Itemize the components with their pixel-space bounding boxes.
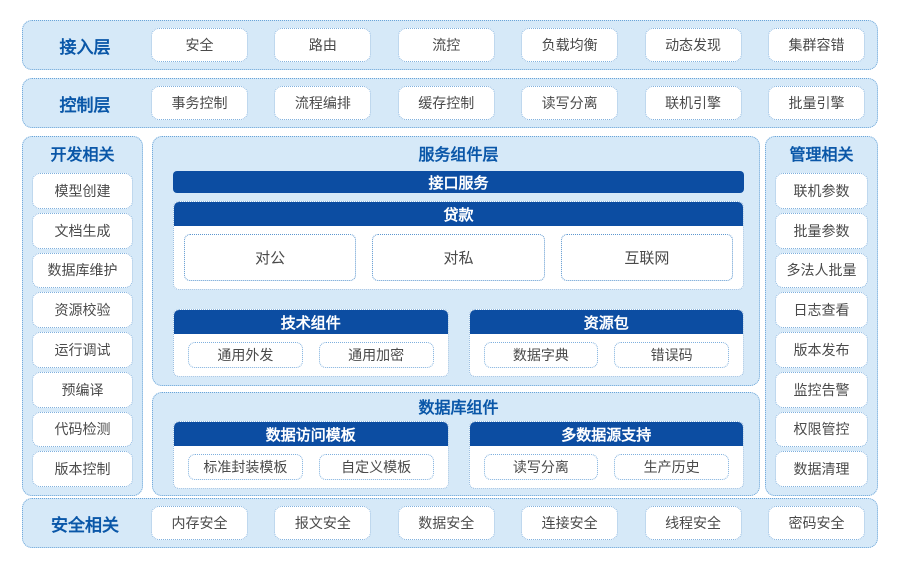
data-template-box: 数据访问模板 标准封装模板 自定义模板 [173, 421, 449, 489]
access-layer-item: 流控 [397, 28, 495, 62]
security-layer-item: 密码安全 [767, 506, 865, 540]
loan-item: 对公 [184, 234, 357, 281]
loan-box: 贷款 对公 对私 互联网 [173, 201, 744, 290]
control-layer-title: 控制层 [59, 95, 111, 115]
resource-pack-header: 资源包 [469, 310, 743, 334]
db-sub-row: 数据访问模板 标准封装模板 自定义模板 多数据源支持 读写分离 生产历史 [173, 421, 744, 489]
mgmt-column-title: 管理相关 [789, 147, 854, 164]
tech-component-item: 通用加密 [318, 342, 434, 368]
dev-column-item: 预编译 [32, 371, 133, 408]
dev-column-item: 模型创建 [32, 173, 133, 209]
dev-column: 开发相关 模型创建 文档生成 数据库维护 资源校验 运行调试 预编译 代码检测 … [22, 136, 143, 496]
security-layer-item: 线程安全 [644, 506, 742, 540]
security-layer-item: 数据安全 [397, 506, 495, 540]
access-layer-items: 安全 路由 流控 负载均衡 动态发现 集群容错 [147, 28, 877, 62]
security-layer-item: 连接安全 [521, 506, 619, 540]
access-layer-item: 负载均衡 [521, 28, 619, 62]
security-layer-row: 安全相关 内存安全 报文安全 数据安全 连接安全 线程安全 密码安全 [22, 498, 878, 548]
dev-column-item: 代码检测 [32, 411, 133, 448]
loan-item: 互联网 [560, 234, 733, 281]
data-template-item: 标准封装模板 [188, 454, 303, 480]
access-layer-title: 接入层 [59, 37, 111, 57]
multisource-body: 读写分离 生产历史 [470, 446, 744, 488]
mgmt-column-item: 日志查看 [775, 292, 868, 328]
mgmt-column-item: 权限管控 [775, 411, 868, 448]
tech-component-header: 技术组件 [174, 310, 448, 334]
resource-pack-body: 数据字典 错误码 [470, 334, 744, 376]
mgmt-column-item: 批量参数 [775, 212, 868, 249]
security-layer-item: 内存安全 [151, 506, 248, 540]
control-layer-row: 控制层 事务控制 流程编排 缓存控制 读写分离 联机引擎 批量引擎 [22, 78, 878, 128]
access-layer-item: 安全 [151, 28, 248, 62]
mgmt-column-item: 版本发布 [775, 332, 868, 368]
interface-service-bar: 接口服务 [173, 171, 744, 193]
tech-component-item: 通用外发 [188, 342, 303, 368]
dev-column-item: 数据库维护 [32, 252, 133, 289]
control-layer-item: 事务控制 [151, 86, 248, 120]
security-layer-item: 报文安全 [274, 506, 372, 540]
service-sub-row: 技术组件 通用外发 通用加密 资源包 数据字典 错误码 [173, 309, 744, 377]
access-layer-item: 集群容错 [767, 28, 865, 62]
control-layer-item: 缓存控制 [397, 86, 495, 120]
multisource-header: 多数据源支持 [469, 422, 743, 446]
dev-column-item: 资源校验 [32, 292, 133, 328]
loan-box-body: 对公 对私 互联网 [174, 226, 743, 289]
mgmt-column-item: 多法人批量 [775, 252, 868, 289]
access-layer-row: 接入层 安全 路由 流控 负载均衡 动态发现 集群容错 [22, 20, 878, 70]
db-panel-title: 数据库组件 [418, 400, 499, 417]
mgmt-column: 管理相关 联机参数 批量参数 多法人批量 日志查看 版本发布 监控告警 权限管控… [765, 136, 878, 496]
resource-pack-item: 错误码 [614, 342, 729, 368]
service-component-panel: 服务组件层 接口服务 贷款 对公 对私 互联网 技术组件 通用外发 通用加密 资… [152, 136, 760, 386]
database-component-panel: 数据库组件 数据访问模板 标准封装模板 自定义模板 多数据源支持 读写分离 生产… [152, 392, 760, 496]
control-layer-item: 读写分离 [521, 86, 619, 120]
loan-item: 对私 [372, 234, 545, 281]
multisource-item: 生产历史 [614, 454, 729, 480]
multisource-item: 读写分离 [483, 454, 599, 480]
resource-pack-item: 数据字典 [483, 342, 599, 368]
service-panel-title: 服务组件层 [418, 147, 499, 164]
multisource-box: 多数据源支持 读写分离 生产历史 [468, 421, 744, 489]
loan-box-header: 贷款 [174, 202, 743, 226]
tech-component-box: 技术组件 通用外发 通用加密 [173, 309, 449, 377]
security-layer-items: 内存安全 报文安全 数据安全 连接安全 线程安全 密码安全 [147, 506, 877, 540]
access-layer-item: 路由 [274, 28, 372, 62]
dev-column-item: 文档生成 [32, 212, 133, 249]
dev-column-item: 运行调试 [32, 332, 133, 368]
control-layer-item: 流程编排 [274, 86, 372, 120]
security-layer-title: 安全相关 [51, 515, 119, 535]
control-layer-item: 联机引擎 [644, 86, 742, 120]
data-template-item: 自定义模板 [318, 454, 434, 480]
mgmt-column-item: 数据清理 [775, 451, 868, 487]
mgmt-column-item: 联机参数 [775, 173, 868, 209]
control-layer-items: 事务控制 流程编排 缓存控制 读写分离 联机引擎 批量引擎 [147, 86, 877, 120]
dev-column-item: 版本控制 [32, 451, 133, 487]
access-layer-item: 动态发现 [644, 28, 742, 62]
tech-component-body: 通用外发 通用加密 [174, 334, 448, 376]
control-layer-item: 批量引擎 [767, 86, 865, 120]
dev-column-title: 开发相关 [50, 147, 115, 164]
data-template-header: 数据访问模板 [174, 422, 448, 446]
mgmt-column-item: 监控告警 [775, 371, 868, 408]
resource-pack-box: 资源包 数据字典 错误码 [468, 309, 744, 377]
data-template-body: 标准封装模板 自定义模板 [174, 446, 448, 488]
